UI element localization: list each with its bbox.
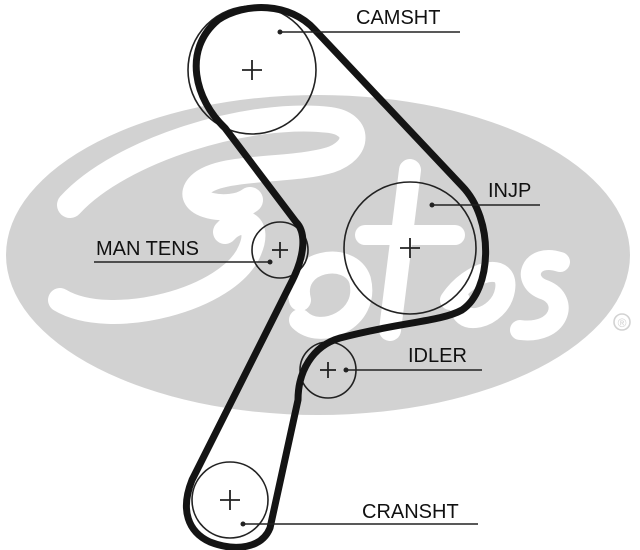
idler-label: IDLER bbox=[408, 345, 467, 367]
injection-pump-leader-dot bbox=[429, 202, 435, 208]
camshaft-leader-dot bbox=[277, 29, 283, 35]
crankshaft-pulley bbox=[191, 461, 269, 539]
crankshaft-label: CRANSHT bbox=[362, 501, 459, 523]
watermark-lettering bbox=[48, 105, 570, 341]
timing-belt bbox=[182, 4, 490, 550]
manual-tensioner-leader-dot bbox=[267, 259, 273, 265]
manual-tensioner-label: MAN TENS bbox=[96, 238, 199, 260]
crankshaft-leader-dot bbox=[240, 521, 246, 527]
leader-lines bbox=[94, 29, 540, 527]
camshaft-label: CAMSHT bbox=[356, 7, 440, 29]
registered-mark: ® bbox=[618, 316, 627, 330]
registered-mark-circle bbox=[613, 313, 631, 331]
manual-tensioner-pulley bbox=[251, 221, 309, 279]
gates-watermark-logo: ® bbox=[6, 95, 631, 415]
injection-pump-pulley bbox=[343, 181, 477, 315]
idler-leader-dot bbox=[343, 367, 349, 373]
injection-pump-label: INJP bbox=[488, 180, 531, 202]
